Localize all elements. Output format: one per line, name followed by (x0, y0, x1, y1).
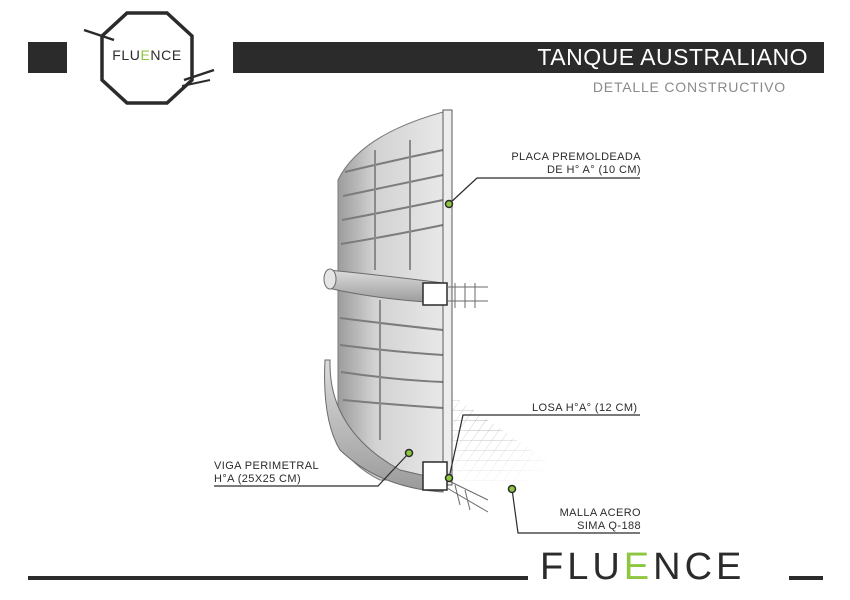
footer-rule-left (28, 576, 528, 580)
footer-rule-right (789, 576, 823, 580)
header-band-right (233, 42, 824, 73)
callout-placa: PLACA PREMOLDEADA DE H° A° (10 CM) (511, 151, 641, 176)
footer-logo-wordmark: FLUENCE (540, 546, 746, 588)
logo-wordmark-small: FLUENCE (112, 47, 182, 63)
header-band-left (28, 42, 67, 73)
callout-malla: MALLA ACERO SIMA Q-188 (559, 507, 641, 532)
octagon-logo-icon (83, 11, 215, 105)
floor-slab-mesh (452, 395, 560, 485)
callout-viga: VIGA PERIMETRAL H°A (25X25 CM) (214, 460, 320, 485)
callout-losa: LOSA H°A° (12 CM) (532, 402, 638, 414)
page-subtitle: DETALLE CONSTRUCTIVO (592, 79, 786, 95)
page-title: TANQUE AUSTRALIANO (537, 44, 808, 70)
perimeter-beam (324, 359, 444, 493)
